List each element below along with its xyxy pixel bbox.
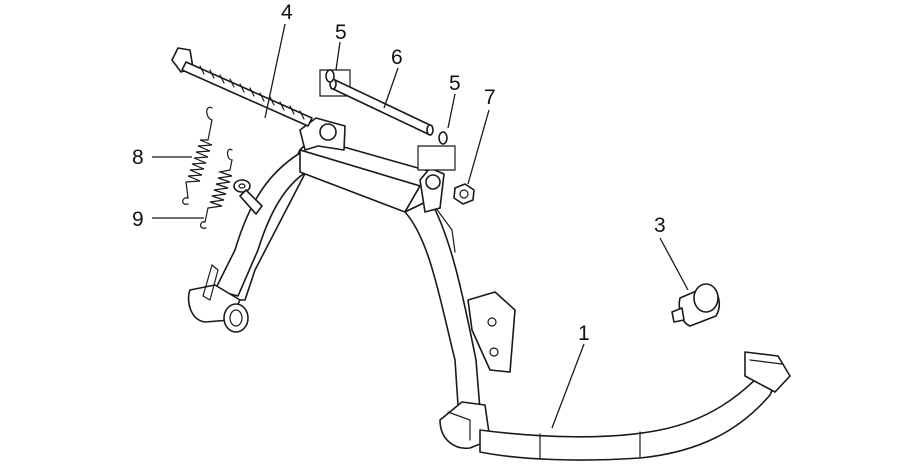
callout-4: 4 (281, 1, 293, 24)
nut (453, 183, 475, 205)
leader-1 (551, 343, 585, 429)
callout-6: 6 (391, 46, 403, 69)
callout-1: 1 (578, 322, 590, 345)
leader-5a (335, 41, 341, 71)
mount-lug-right (419, 167, 445, 213)
callout-5-left: 5 (335, 21, 347, 44)
center-stand (187, 137, 791, 461)
leader-5b (447, 93, 456, 129)
washer-right (438, 131, 448, 145)
leader-3 (659, 237, 689, 291)
leader-7 (467, 109, 490, 185)
callout-9: 9 (132, 208, 144, 231)
leader-4 (264, 23, 286, 119)
callout-3: 3 (654, 214, 666, 237)
long-bolt (171, 47, 313, 127)
spring-upper (182, 106, 213, 205)
sleeve-tube (319, 69, 456, 171)
washer-left (325, 69, 335, 83)
callout-7: 7 (484, 86, 496, 109)
spring-lower (200, 148, 233, 229)
mount-lug-left (299, 117, 346, 151)
callout-8: 8 (132, 146, 144, 169)
callout-5-right: 5 (449, 72, 461, 95)
leader-lines (152, 23, 689, 429)
spring-pin (233, 179, 263, 215)
rubber-stopper (671, 283, 721, 327)
leader-6 (383, 67, 399, 109)
